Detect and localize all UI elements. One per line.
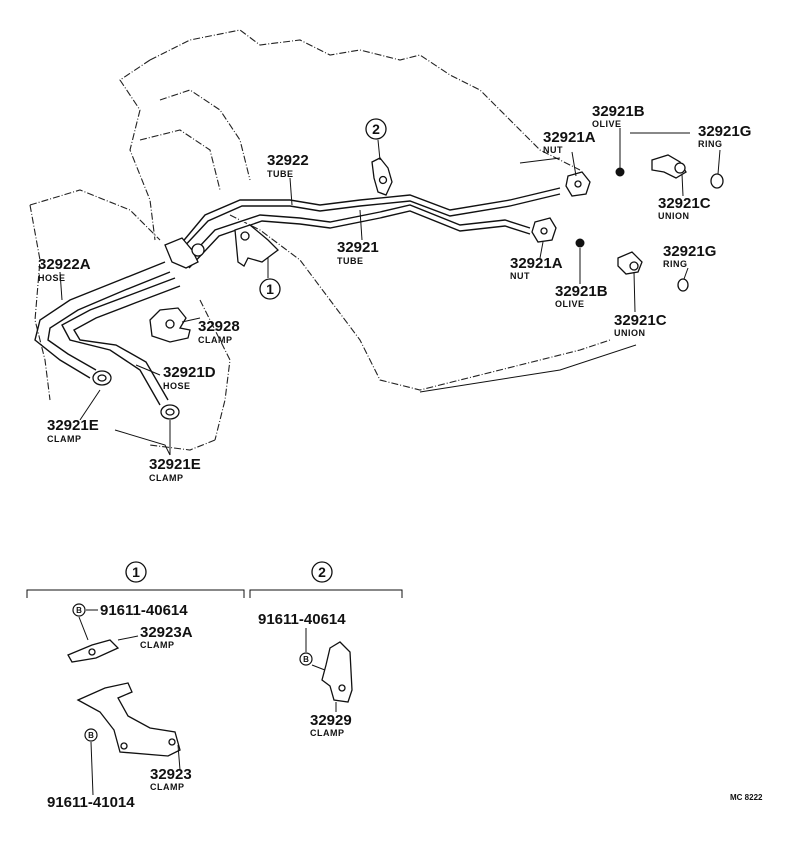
bolt-icon: B [84, 728, 98, 742]
callout-32921A-top-partno: 32921A [543, 129, 596, 146]
detail-1-clamp-a-partno: 32923A [140, 624, 193, 641]
callout-32921-name: TUBE [337, 256, 364, 266]
tube-bracket [164, 237, 205, 269]
bracket-ref-1 [234, 224, 279, 267]
callout-32921E-b-partno: 32921E [149, 456, 201, 473]
callout-32921C-bot-name: UNION [614, 328, 646, 338]
hose-clamp-a [92, 370, 112, 386]
callout-32921A-top-name: NUT [543, 145, 563, 155]
callout-32921E-a-name: CLAMP [47, 434, 82, 444]
svg-text:B: B [303, 655, 309, 664]
callout-32922-partno: 32922 [267, 152, 309, 169]
callout-32921A-bot-partno: 32921A [510, 255, 563, 272]
callout-32921C-bot-partno: 32921C [614, 312, 667, 329]
callout-32921D-partno: 32921D [163, 364, 216, 381]
bolt-icon: B [299, 652, 313, 666]
svg-text:2: 2 [372, 121, 380, 137]
callout-32921B-top-partno: 32921B [592, 103, 645, 120]
callout-32921G-bot-name: RING [663, 259, 688, 269]
callout-32922A-name: HOSE [38, 273, 66, 283]
callout-32921B-bot-partno: 32921B [555, 283, 608, 300]
callout-32921E-a-partno: 32921E [47, 417, 99, 434]
nut-bottom [531, 217, 557, 243]
olive-top [615, 167, 625, 177]
svg-text:1: 1 [266, 281, 274, 297]
ref-circle-1: 1 [259, 278, 281, 300]
callout-32921B-bot-name: OLIVE [555, 299, 585, 309]
ring-bottom [677, 278, 689, 292]
clamp-32929 [321, 641, 353, 703]
callout-32921D-name: HOSE [163, 381, 191, 391]
detail-2-ref: 2 [318, 564, 326, 580]
nut-top [565, 171, 591, 197]
union-top [651, 154, 687, 179]
bolt-icon: B [72, 603, 86, 617]
svg-text:B: B [88, 731, 94, 740]
detail-2-bolt: 91611-40614 [258, 611, 346, 628]
clamp-32928 [149, 307, 191, 343]
hose-32922A [34, 261, 171, 379]
detail-1-clamp-partno: 32923 [150, 766, 192, 783]
callout-32928-name: CLAMP [198, 335, 233, 345]
svg-text:B: B [76, 606, 82, 615]
transmission-outline [29, 189, 231, 451]
detail-1-ref: 1 [132, 564, 140, 580]
detail-1: 1 B 91611-40614 32923A CLAMP 32923 CLAMP… [26, 561, 245, 811]
clamp-32923 [76, 682, 181, 757]
hose-clamp-b [160, 404, 180, 420]
detail-1-clamp-a-name: CLAMP [140, 640, 175, 650]
hose-32921D [61, 277, 181, 406]
detail-1-clamp-name: CLAMP [150, 782, 185, 792]
leader-lines [59, 128, 721, 456]
callout-32921C-top-partno: 32921C [658, 195, 711, 212]
bracket-ref-2 [371, 157, 393, 196]
callout-32921-partno: 32921 [337, 239, 379, 256]
diagram-code: MC 8222 [730, 793, 763, 802]
detail-1-bolt-top: 91611-40614 [100, 602, 188, 619]
callout-32921G-top-partno: 32921G [698, 123, 751, 140]
detail-2-clamp-partno: 32929 [310, 712, 352, 729]
callout-32921A-bot-name: NUT [510, 271, 530, 281]
olive-bottom [575, 238, 585, 248]
engine-outline [119, 29, 611, 391]
tube-32922 [178, 186, 561, 252]
callout-32921E-b-name: CLAMP [149, 473, 184, 483]
callout-32921G-bot-partno: 32921G [663, 243, 716, 260]
callout-32922-name: TUBE [267, 169, 294, 179]
detail-2: 2 91611-40614 B 32929 CLAMP [249, 561, 403, 738]
callout-32921G-top-name: RING [698, 139, 723, 149]
callout-32928-partno: 32928 [198, 318, 240, 335]
ring-top [710, 173, 724, 189]
callout-32921C-top-name: UNION [658, 211, 690, 221]
ref-circle-2: 2 [365, 118, 387, 140]
detail-2-clamp-name: CLAMP [310, 728, 345, 738]
callout-32921B-top-name: OLIVE [592, 119, 622, 129]
detail-1-bolt-bottom: 91611-41014 [47, 794, 135, 811]
union-bottom [617, 251, 643, 275]
callout-32922A-partno: 32922A [38, 256, 91, 273]
